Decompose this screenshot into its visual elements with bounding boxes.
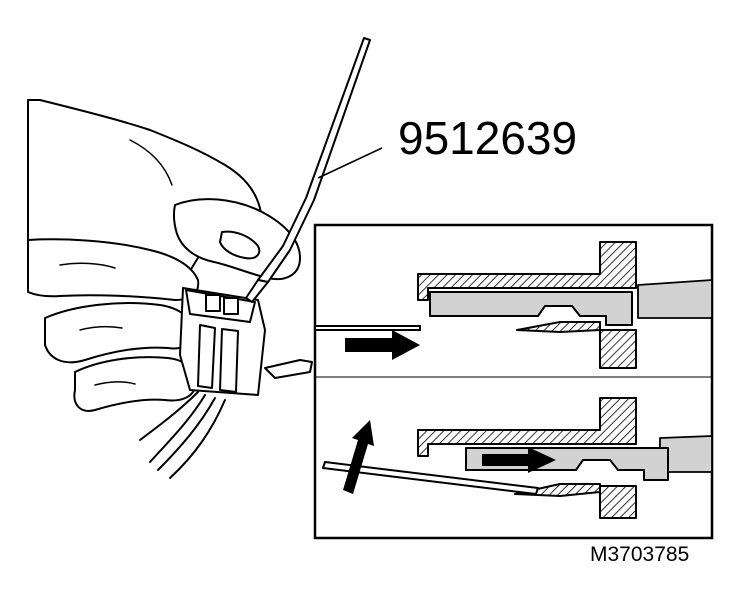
thumbnail bbox=[219, 230, 261, 260]
pull-arrow-lower bbox=[482, 447, 556, 473]
release-tool bbox=[245, 37, 371, 303]
middle-finger bbox=[44, 302, 195, 364]
figure-id-label: M3703785 bbox=[590, 543, 689, 566]
lever-arrow-lower bbox=[343, 420, 374, 494]
detail-box bbox=[313, 223, 714, 540]
tool-leader-line bbox=[317, 147, 383, 179]
connector-wires bbox=[139, 391, 226, 479]
push-arrow-upper bbox=[345, 330, 420, 360]
tool-number-label: 9512639 bbox=[398, 112, 577, 164]
detail-panel-upper bbox=[314, 241, 713, 369]
hand-illustration bbox=[27, 99, 301, 479]
connector-housing bbox=[179, 287, 313, 396]
